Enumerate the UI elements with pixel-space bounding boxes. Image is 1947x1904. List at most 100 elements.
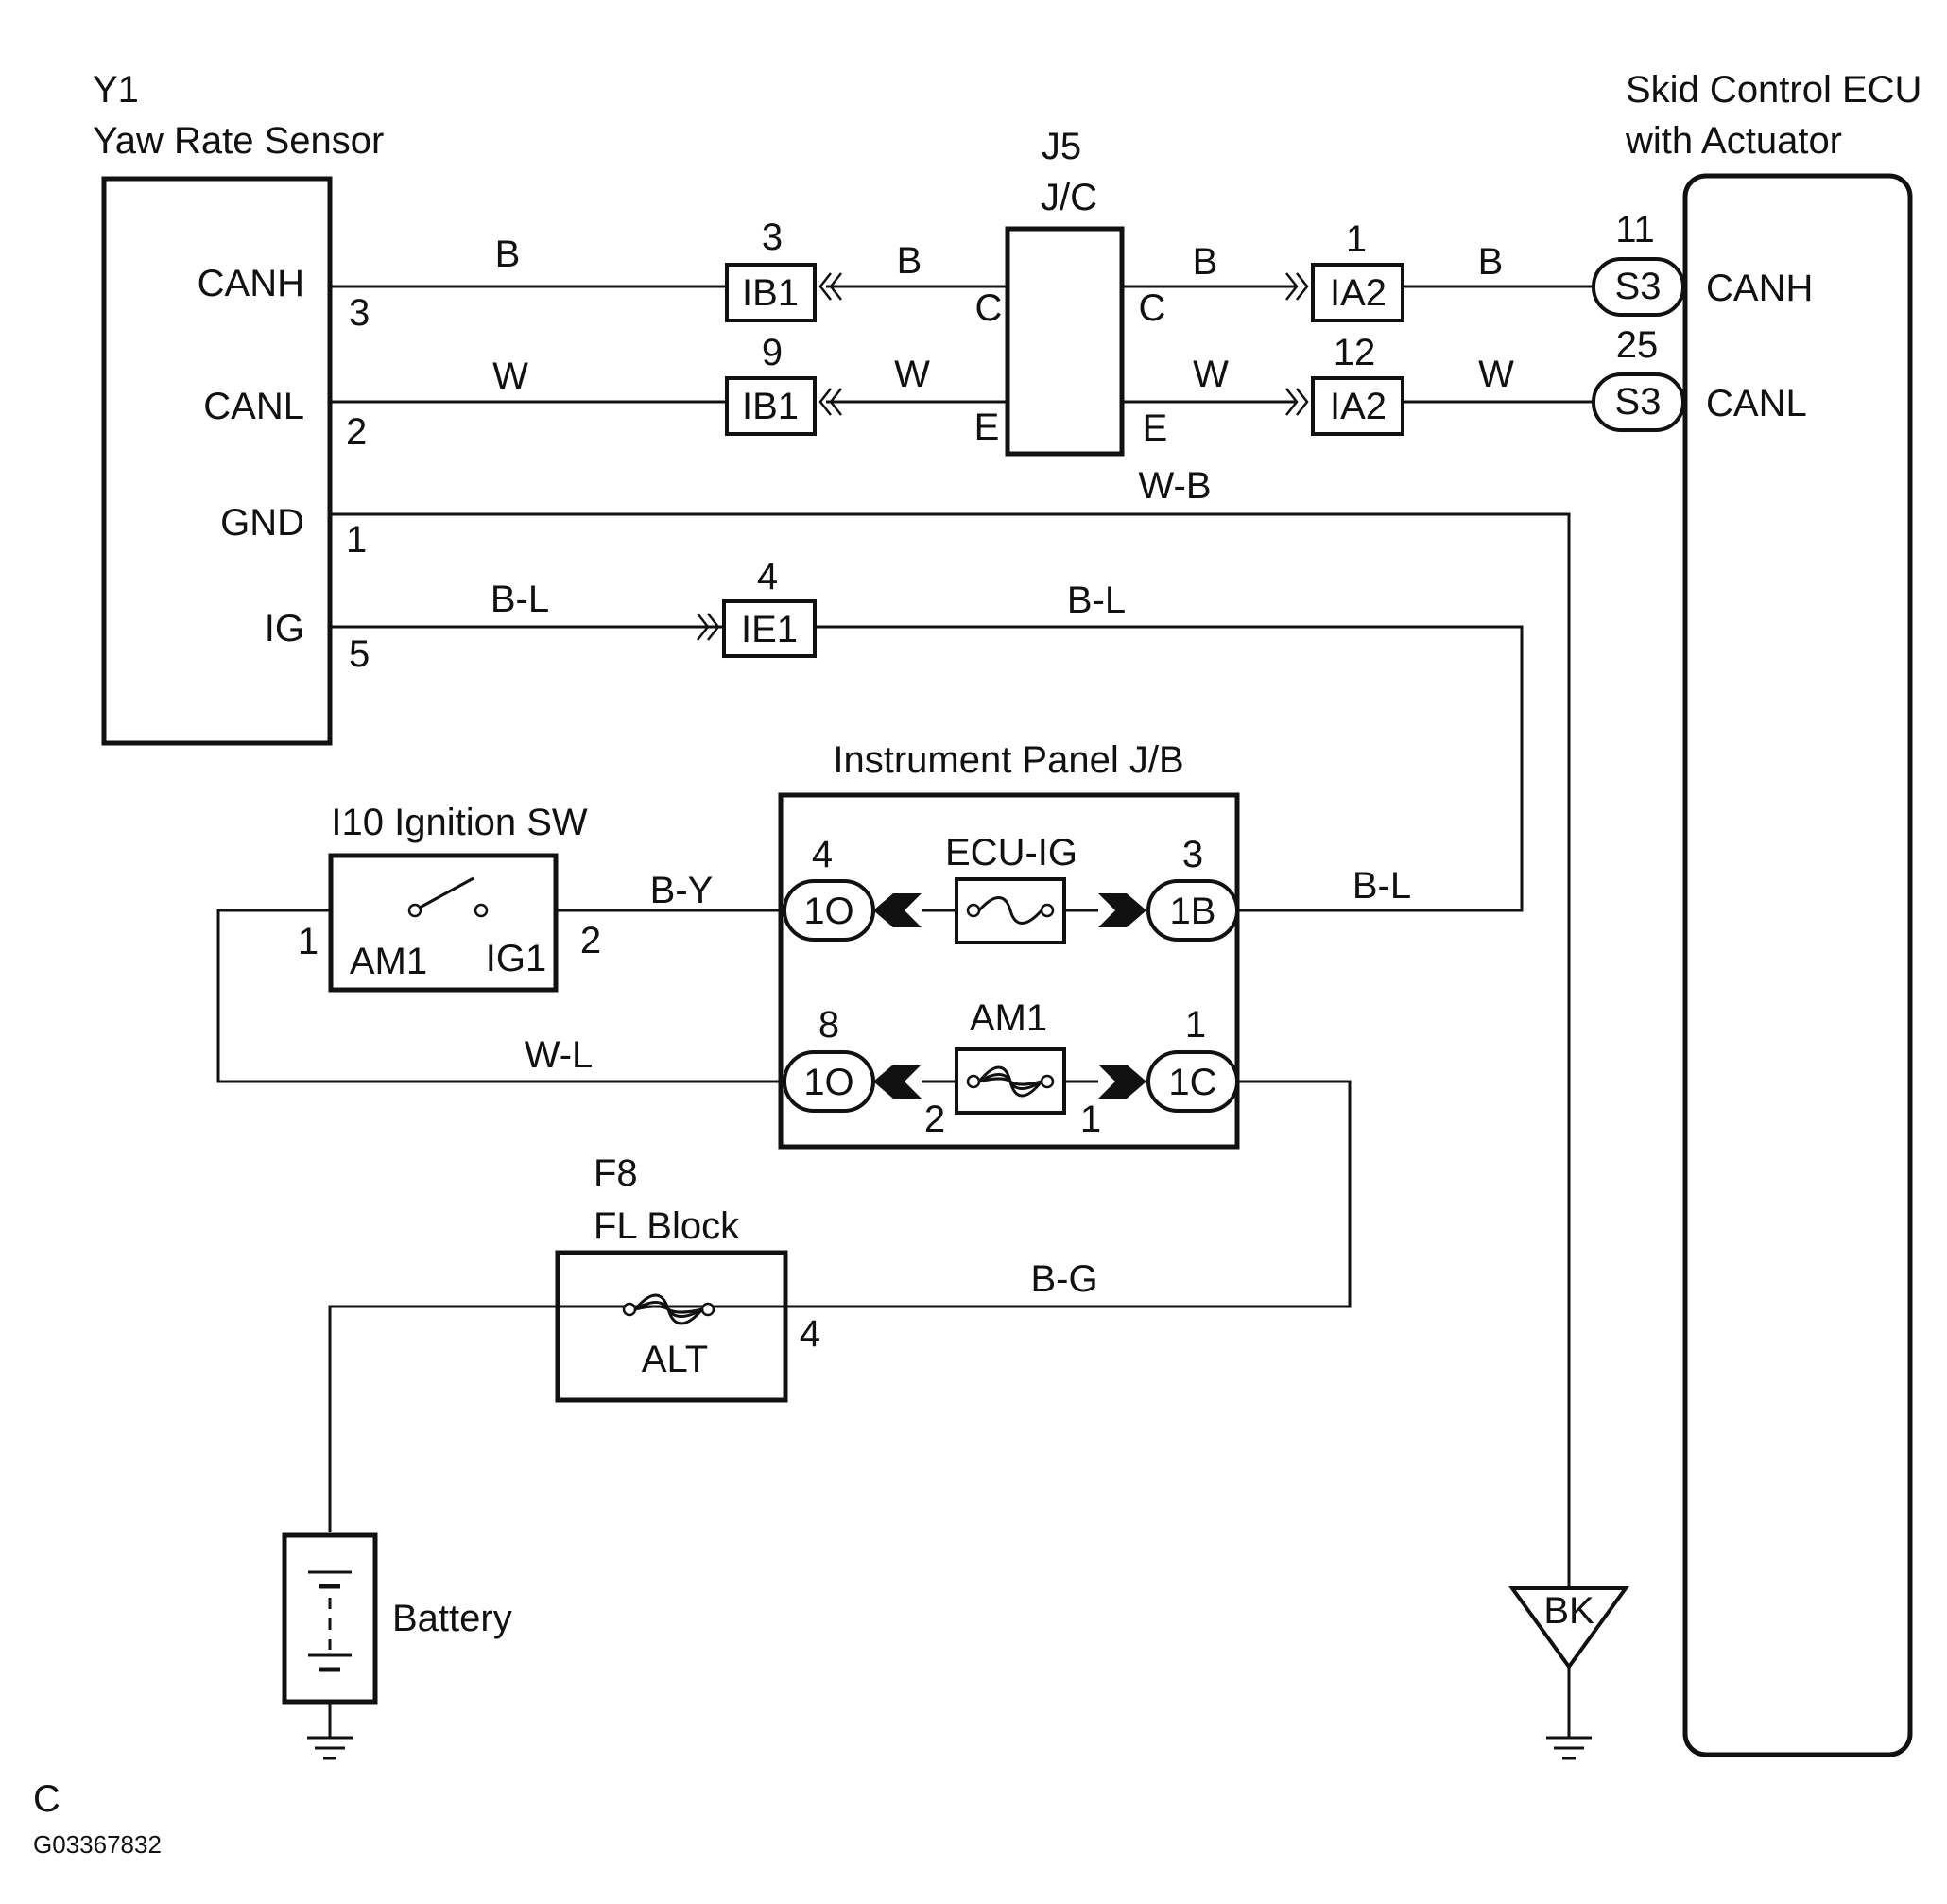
wire-label-canh-2: B bbox=[897, 240, 922, 282]
fusible-link-icon bbox=[978, 1077, 1042, 1086]
ignition-switch: I10 Ignition SW AM1 IG1 1 2 bbox=[298, 802, 601, 993]
wire-label-ig-2: B-L bbox=[1067, 580, 1126, 621]
battery: Battery bbox=[282, 1532, 512, 1705]
instrument-panel-jb: Instrument Panel J/B 4 3 1O 1B ECU-IG 8 … bbox=[778, 739, 1240, 1150]
connector-box bbox=[1311, 376, 1404, 436]
ignition-sw-box bbox=[328, 853, 559, 993]
ignition-sw-title: I10 Ignition SW bbox=[331, 802, 587, 843]
wire-label-canh-4: B bbox=[1478, 241, 1504, 283]
jc-pin-e-left: E bbox=[974, 407, 1000, 448]
jb-pin-top-left: 4 bbox=[812, 834, 833, 875]
ignition-sw-pin-right: 2 bbox=[580, 920, 601, 961]
switch-blade-icon bbox=[419, 876, 474, 909]
fuse-icon bbox=[977, 896, 1043, 925]
connector-ia2-top: 1 IA2 bbox=[1285, 218, 1404, 322]
connector-chevron-icon bbox=[818, 272, 832, 301]
wire-label-ign-out: B-Y bbox=[650, 870, 714, 911]
fl-block-fuse-label: ALT bbox=[642, 1339, 708, 1380]
ecu-pin-canh: CANH bbox=[1706, 268, 1813, 309]
wire-label-ig-1: B-L bbox=[491, 579, 549, 620]
wire-label-am1-feed: W-L bbox=[525, 1034, 594, 1076]
fuse-terminal-icon bbox=[1040, 1074, 1055, 1089]
connector-chevron-icon bbox=[829, 388, 842, 416]
wire-label-canl-4: W bbox=[1478, 354, 1514, 395]
ecu-name-line2: with Actuator bbox=[1625, 120, 1842, 162]
yaw-pin-number-canl: 2 bbox=[346, 411, 367, 453]
connector-box bbox=[725, 263, 817, 322]
jb-fuse-bottom-label: AM1 bbox=[970, 997, 1047, 1039]
connector-chevron-icon bbox=[1285, 272, 1299, 301]
connector-chevron-icon bbox=[829, 272, 842, 301]
ecu-pin-number-canl: 25 bbox=[1616, 324, 1659, 366]
connector-chevron-icon bbox=[818, 388, 832, 416]
yaw-pin-canl: CANL bbox=[203, 386, 304, 427]
yaw-pin-number-canh: 3 bbox=[349, 292, 370, 334]
ecu-connector-label-canl: S3 bbox=[1615, 381, 1662, 423]
jc-pin-e-right: E bbox=[1143, 407, 1168, 449]
wire-battery-feed bbox=[328, 1305, 558, 1532]
yaw-pin-gnd: GND bbox=[220, 502, 304, 544]
wire-label-alt-feed: B-G bbox=[1030, 1258, 1097, 1300]
ecu-connector-canh bbox=[1592, 257, 1685, 317]
arrow-icon bbox=[873, 1065, 922, 1099]
ecu-name-line1: Skid Control ECU bbox=[1626, 69, 1921, 111]
ignition-sw-left-label: AM1 bbox=[350, 941, 427, 982]
jb-pin-top-right: 3 bbox=[1182, 834, 1203, 875]
wire-label-canh-1: B bbox=[495, 234, 521, 275]
wire-label-canl-3: W bbox=[1193, 354, 1229, 395]
jc-pin-c-left: C bbox=[975, 287, 1003, 329]
arrow-icon bbox=[1098, 893, 1146, 927]
jb-connector-label-top-left: 1O bbox=[803, 891, 853, 932]
wire-ig-2 bbox=[815, 625, 1524, 912]
jc-box bbox=[1005, 226, 1125, 457]
fl-block-box bbox=[555, 1250, 788, 1403]
yaw-pin-canh: CANH bbox=[198, 263, 304, 304]
ecu-box bbox=[1682, 173, 1913, 1757]
fl-block-pin: 4 bbox=[800, 1313, 820, 1355]
connector-label: IB1 bbox=[742, 386, 799, 427]
ignition-sw-pin-left: 1 bbox=[298, 921, 319, 962]
ground-triangle-icon bbox=[1508, 1586, 1629, 1670]
wire-label-canl-2: W bbox=[894, 354, 930, 395]
arrow-icon bbox=[873, 893, 922, 927]
wire-label-gnd: W-B bbox=[1138, 465, 1211, 507]
yaw-sensor-name: Yaw Rate Sensor bbox=[93, 120, 384, 162]
jc-name: J/C bbox=[1041, 177, 1097, 218]
jb-connector-bottom-right bbox=[1146, 1050, 1239, 1113]
fuse-terminal-icon bbox=[966, 1074, 981, 1089]
skid-control-ecu: Skid Control ECU with Actuator 11 25 S3 … bbox=[1592, 69, 1921, 1757]
fusible-link-icon bbox=[634, 1305, 703, 1314]
connector-pin-number: 1 bbox=[1346, 218, 1367, 260]
wire-alt-feed bbox=[785, 1080, 1352, 1308]
switch-terminal-icon bbox=[474, 903, 489, 918]
fuse-terminal-icon bbox=[622, 1302, 637, 1317]
wire-label-canl-1: W bbox=[492, 355, 528, 397]
wire-label-canh-3: B bbox=[1193, 241, 1218, 283]
connector-chevron-icon bbox=[1285, 388, 1299, 416]
connector-chevron-icon bbox=[1296, 388, 1309, 416]
connector-ib1-top: 3 IB1 bbox=[725, 216, 842, 322]
ecu-connector-canl bbox=[1592, 372, 1685, 432]
connector-ia2-bottom: 12 IA2 bbox=[1285, 332, 1404, 436]
connector-pin-number: 12 bbox=[1334, 332, 1376, 373]
wire-color-labels: B B B B W W W W W-B B-L B-L B-L B-Y W-L … bbox=[491, 234, 1514, 1300]
arrow-icon bbox=[1098, 1065, 1146, 1099]
yaw-pin-number-ig: 5 bbox=[349, 633, 370, 675]
jb-connector-label-top-right: 1B bbox=[1170, 891, 1216, 932]
yaw-pin-ig: IG bbox=[265, 608, 304, 649]
jb-title: Instrument Panel J/B bbox=[833, 739, 1183, 781]
jc-pin-c-right: C bbox=[1139, 287, 1166, 329]
connector-label: IB1 bbox=[742, 272, 799, 314]
wire-gnd bbox=[330, 512, 1571, 1588]
wire-am1-feed bbox=[216, 909, 784, 1083]
jb-pin-bottom-left: 8 bbox=[818, 1004, 839, 1046]
fl-block: F8 FL Block ALT 4 bbox=[555, 1152, 820, 1403]
battery-label: Battery bbox=[392, 1598, 512, 1639]
connector-chevron-icon bbox=[697, 613, 710, 641]
fl-block-id: F8 bbox=[594, 1152, 638, 1194]
yaw-sensor-box bbox=[101, 176, 333, 746]
fuse-terminal-icon bbox=[1040, 903, 1055, 918]
wire-label-ig-3: B-L bbox=[1353, 865, 1411, 907]
jb-connector-top-right bbox=[1146, 879, 1239, 942]
